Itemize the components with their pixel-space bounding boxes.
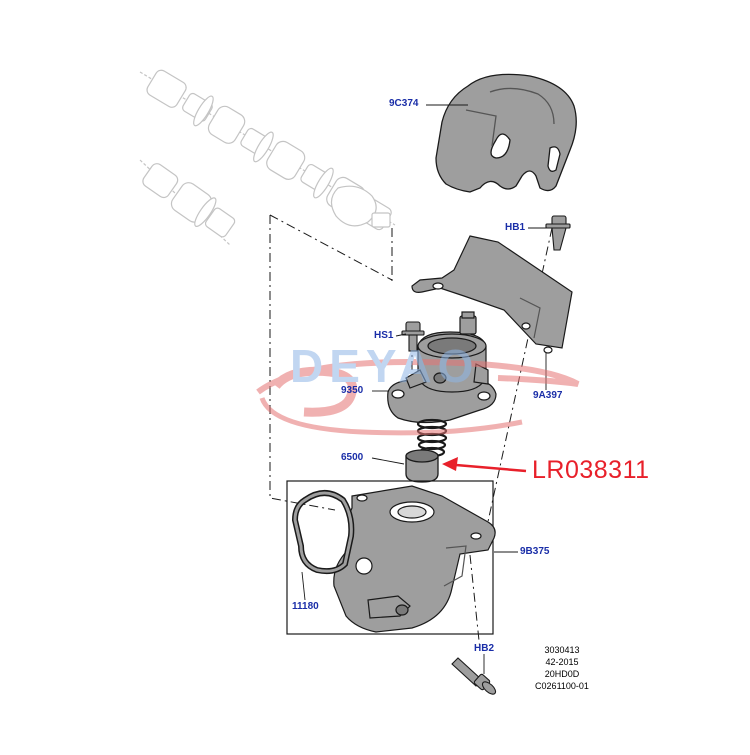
label-screw: HS1 bbox=[374, 330, 394, 341]
watermark-text: DEYAO bbox=[290, 340, 479, 392]
label-cover: 9C374 bbox=[389, 98, 419, 109]
roller-tappet bbox=[405, 449, 439, 483]
fuel-pump bbox=[387, 311, 497, 424]
reference-line-4: C0261100-01 bbox=[535, 681, 589, 691]
pump-housing bbox=[333, 485, 496, 633]
gasket bbox=[291, 490, 355, 575]
label-bolt-top: HB1 bbox=[505, 222, 526, 233]
highlight-arrow bbox=[442, 457, 527, 473]
reference-line-1: 3030413 bbox=[544, 645, 580, 655]
watermark-logo: DEYAO bbox=[256, 340, 580, 436]
bolt-hb2 bbox=[451, 657, 497, 695]
bolt-hb1 bbox=[545, 215, 571, 251]
label-gasket: 11180 bbox=[292, 601, 319, 612]
housing-group-box bbox=[286, 480, 494, 635]
screw-hs1 bbox=[401, 321, 425, 352]
reference-line-3: 20HD0D bbox=[544, 669, 580, 679]
label-housing: 9B375 bbox=[520, 546, 550, 557]
reference-line-2: 42-2015 bbox=[545, 657, 579, 667]
reference-block: 3030413 42-2015 20HD0D C0261100-01 bbox=[522, 644, 602, 692]
label-bolt-bottom: HB2 bbox=[474, 643, 495, 654]
label-bracket: 9A397 bbox=[533, 390, 563, 401]
label-tappet: 6500 bbox=[341, 452, 364, 463]
camshaft-ghost bbox=[139, 69, 396, 246]
heat-shield-cover bbox=[435, 73, 577, 193]
mounting-bracket bbox=[411, 235, 573, 354]
label-pump: 9350 bbox=[341, 385, 364, 396]
highlight-part-number: LR038311 bbox=[532, 456, 650, 484]
